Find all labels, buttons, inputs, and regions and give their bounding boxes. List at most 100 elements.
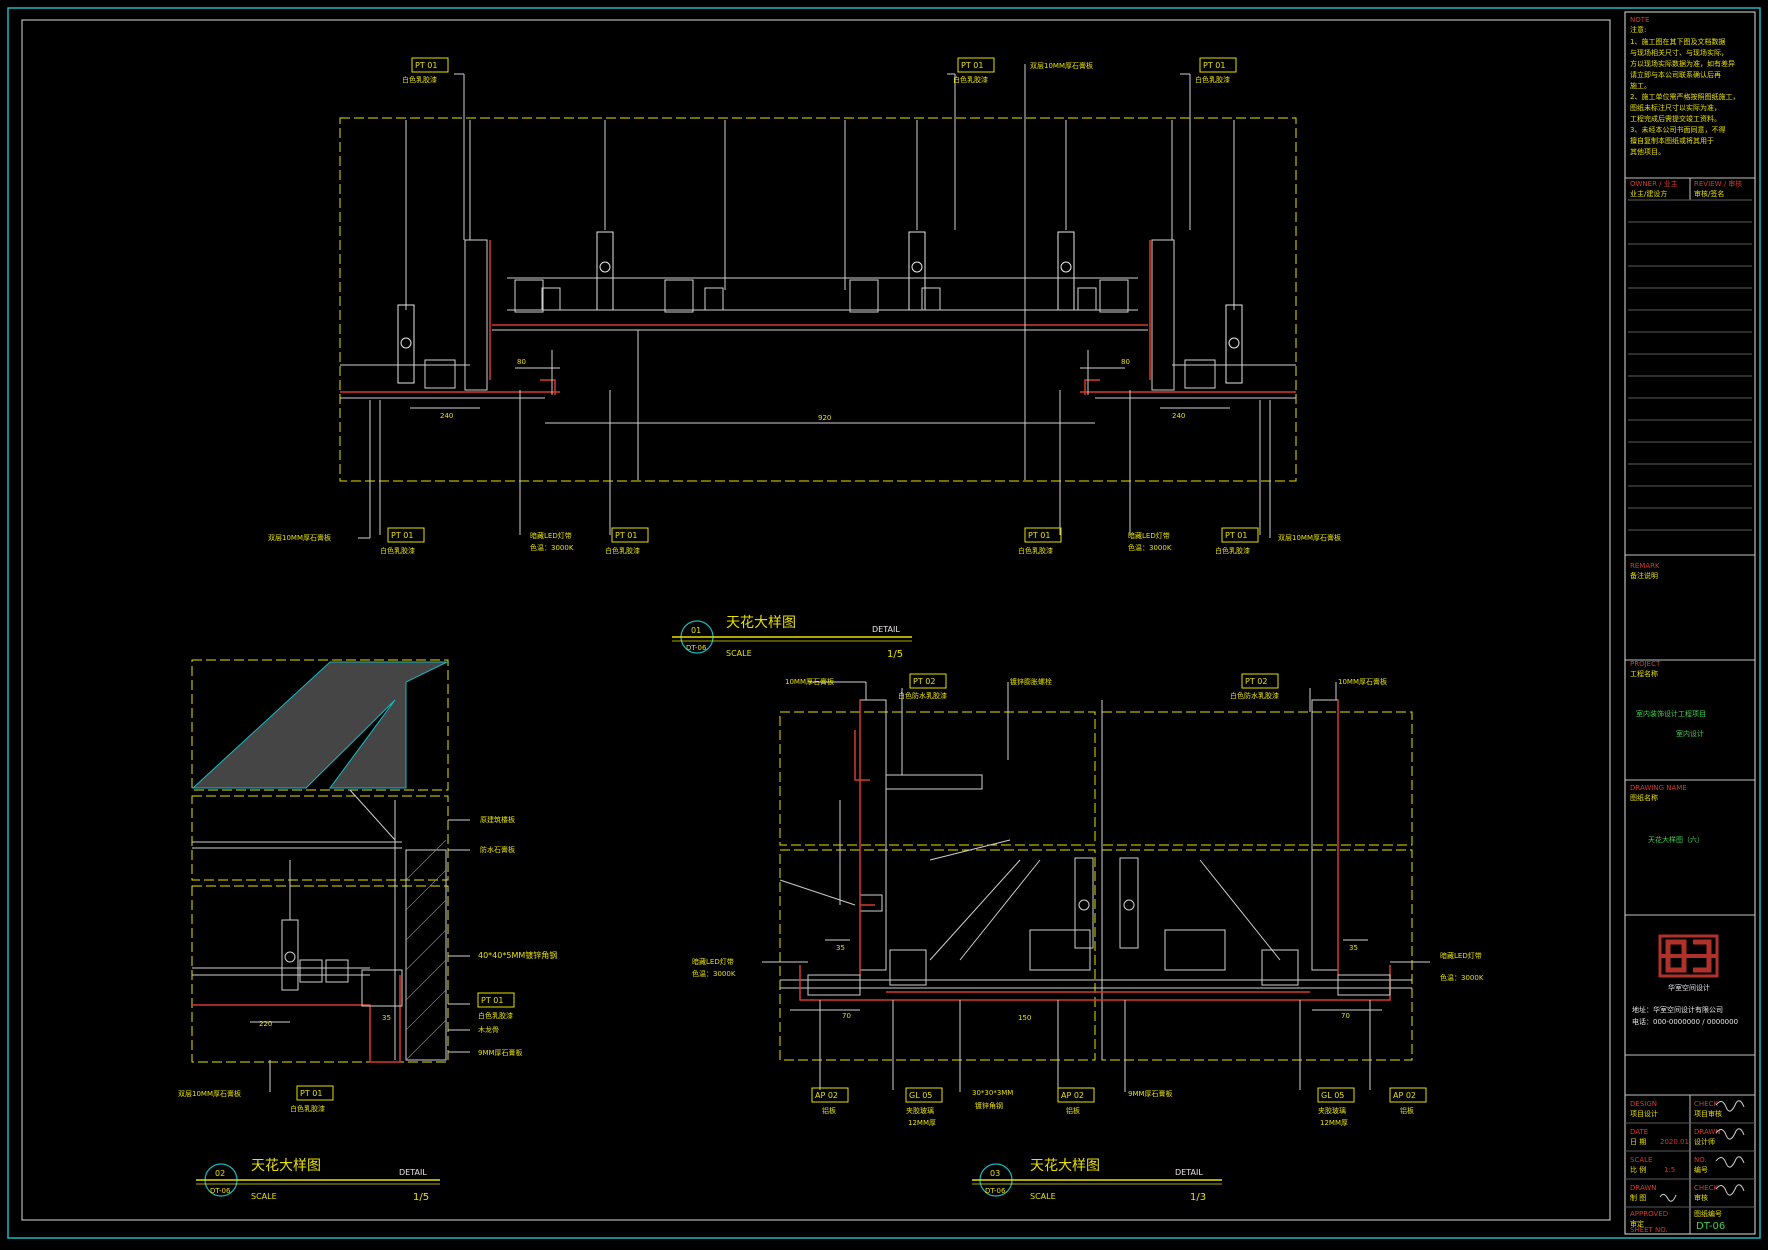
tag-gl05-a <box>905 1087 943 1103</box>
detail-02 <box>191 659 470 1092</box>
note-line-6: 2、施工单位需严格按照图纸施工， <box>1630 92 1739 101</box>
label-ap-sub-a: 铝板 <box>822 1106 836 1115</box>
label-white-paint-c: 白色乳胶漆 <box>1195 75 1230 84</box>
dim-35-c: 35 <box>1349 944 1358 952</box>
tb-row-4-r2: 审核 <box>1694 1193 1708 1202</box>
label-double-gypsum-02: 双层10MM厚石膏板 <box>178 1089 241 1098</box>
dimension-lines <box>410 350 1230 424</box>
tag-ap02-b <box>1057 1087 1095 1103</box>
label-ap-sub-c: 铝板 <box>1400 1106 1414 1115</box>
owner-label: OWNER / 业主 <box>1630 179 1678 188</box>
label-double-gypsum-top: 双层10MM厚石膏板 <box>1030 61 1093 70</box>
project-name: 室内装饰设计工程项目 <box>1636 709 1706 718</box>
owner-value: 业主/建设方 <box>1630 189 1667 198</box>
tag-pt01-c-text: PT 01 <box>1203 61 1225 70</box>
remark-label: REMARK <box>1630 562 1660 570</box>
project-label: PROJECT <box>1630 660 1661 668</box>
label-temp-c: 色温：3000K <box>692 969 736 978</box>
detail-01-title-text: 天花大样图 <box>726 615 796 631</box>
tag-ap02-c-text: AP 02 <box>1393 1091 1416 1100</box>
tb-row-2-value: 2020.01 <box>1660 1138 1689 1146</box>
drawing-sub: 图纸名称 <box>1630 793 1658 802</box>
drawing-name: 天花大样图（六） <box>1648 835 1704 844</box>
concrete-beam-section <box>191 661 448 789</box>
detail-03 <box>762 681 1430 1092</box>
tag-pt01-i <box>296 1085 334 1101</box>
detail-03-box-d <box>1101 849 1413 1061</box>
dim-35-b: 35 <box>836 944 845 952</box>
detail-03-scale-label: SCALE <box>1030 1192 1056 1201</box>
detail-01-scale: 1/5 <box>887 649 903 660</box>
dim-220: 220 <box>259 1020 272 1028</box>
label-bracket: 木龙骨 <box>478 1025 499 1034</box>
label-gl-sub-a: 夹胶玻璃 <box>906 1106 934 1115</box>
tag-pt01-c <box>1199 57 1237 73</box>
notes-head: 注意: <box>1630 25 1646 34</box>
detail-03-title-text: 天花大样图 <box>1030 1158 1100 1174</box>
tb-row-1-r1: CHECK <box>1694 1100 1718 1108</box>
drawing-label: DRAWING NAME <box>1630 784 1687 792</box>
tag-ap02-a-text: AP 02 <box>815 1091 838 1100</box>
dim-35-a: 35 <box>382 1014 391 1022</box>
tag-gl05-b <box>1317 1087 1355 1103</box>
tag-ap02-c <box>1389 1087 1427 1103</box>
label-double-gypsum-left: 双层10MM厚石膏板 <box>268 533 331 542</box>
label-glass-thk-a: 12MM厚 <box>908 1119 936 1127</box>
detail-02-title: 02 DT-06 天花大样图 DETAIL SCALE 1/5 <box>196 1158 440 1203</box>
label-led-d: 暗藏LED灯带 <box>1440 951 1482 960</box>
tb-row-3-l2: 比 例 <box>1630 1165 1646 1174</box>
note-line-2: 与现场相关尺寸、与现场实际， <box>1630 48 1728 57</box>
dim-240-b: 240 <box>1172 412 1185 420</box>
detail-02-box-a <box>191 659 449 791</box>
detail-03-box-c <box>779 849 1096 1061</box>
tb-row-2-l1: DATE <box>1630 1128 1648 1136</box>
drawing-frame <box>21 19 1611 1221</box>
tag-pt02-b-text: PT 02 <box>1245 677 1267 686</box>
main-channels <box>507 277 1138 313</box>
note-line-5: 施工。 <box>1630 81 1651 90</box>
label-steel-30: 30*30*3MM <box>972 1089 1013 1097</box>
tb-row-3-l1: SCALE <box>1630 1156 1652 1164</box>
detail-01 <box>339 64 1297 539</box>
ceiling-board <box>340 239 1296 399</box>
detail-01-title: 01 DT-06 天花大样图 DETAIL SCALE 1/5 <box>672 615 912 660</box>
project-type: 室内设计 <box>1676 729 1704 738</box>
tb-row-3-r2: 编号 <box>1694 1165 1708 1174</box>
label-double-gypsum-right: 双层10MM厚石膏板 <box>1278 533 1341 542</box>
label-white-waterproof-b: 白色防水乳胶漆 <box>1230 691 1279 700</box>
label-gypsum-10-a: 10MM厚石膏板 <box>785 677 834 686</box>
detail-03-ref: DT-06 <box>985 1187 1006 1195</box>
tag-pt01-i-text: PT 01 <box>300 1089 322 1098</box>
note-line-11: 其他项目。 <box>1630 147 1665 156</box>
detail-03-number: 03 <box>990 1169 1000 1178</box>
tag-pt01-a-text: PT 01 <box>415 61 437 70</box>
label-plasterboard-9-b: 9MM厚石膏板 <box>1128 1089 1173 1098</box>
tag-pt02-b <box>1241 673 1279 689</box>
tag-pt02-a <box>909 673 947 689</box>
detail-01-scale-label: SCALE <box>726 649 752 658</box>
sheet-no-sub: 图纸编号 <box>1694 1209 1722 1218</box>
tag-pt01-h-text: PT 01 <box>481 996 503 1005</box>
dim-70-b: 70 <box>1341 1012 1350 1020</box>
detail-01-text: PT 01 白色乳胶漆 PT 01 白色乳胶漆 双层10MM厚石膏板 PT 01… <box>268 57 1341 555</box>
label-gypsum-10-b: 10MM厚石膏板 <box>1338 677 1387 686</box>
leader-lines <box>358 64 1271 539</box>
detail-01-detail-label: DETAIL <box>872 625 900 634</box>
dim-80-a: 80 <box>517 358 526 366</box>
detail-02-title-text: 天花大样图 <box>251 1158 321 1174</box>
detail-03-box-b <box>1101 711 1413 846</box>
tag-pt02-a-text: PT 02 <box>913 677 935 686</box>
detail-02-text: 原建筑楼板 防水石膏板 40*40*5MM镀锌角钢 PT 01 白色乳胶漆 木龙… <box>178 815 557 1113</box>
detail-03-box-a <box>779 711 1096 846</box>
label-white-waterproof-a: 白色防水乳胶漆 <box>898 691 947 700</box>
tag-pt01-h <box>477 992 515 1008</box>
detail-01-number: 01 <box>691 626 701 635</box>
company-logo <box>1658 934 1719 978</box>
project-sub: 工程名称 <box>1630 669 1658 678</box>
label-anchor: 镀锌膨胀螺栓 <box>1010 677 1052 686</box>
signature-marks <box>1659 1100 1745 1202</box>
sheet-no: DT-06 <box>1696 1221 1725 1232</box>
tb-row-2-r1: DRAWN <box>1694 1128 1721 1136</box>
tb-row-1-l2: 项目设计 <box>1630 1109 1658 1118</box>
tb-row-2-r2: 设计师 <box>1694 1137 1715 1146</box>
